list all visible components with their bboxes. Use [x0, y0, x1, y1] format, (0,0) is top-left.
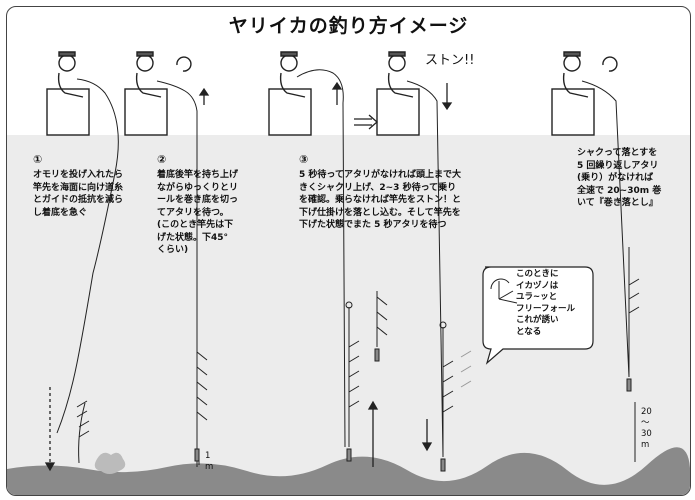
diagram-frame: ヤリイカの釣り方イメージ	[6, 6, 691, 496]
step-4-text: シャクって落とすを 5 回繰り返しアタリ (乗り）がなければ 全速で 20~30…	[577, 148, 662, 208]
step-1-number: ①	[33, 153, 43, 166]
rig-4	[439, 321, 454, 472]
angler-1	[46, 51, 119, 434]
angler-3	[268, 51, 346, 448]
depth-1m-label: 1 m	[205, 451, 214, 472]
callout-bubble	[482, 266, 594, 365]
angler-5	[551, 51, 630, 378]
depth-20-30m-label: 20 〜 30 m	[641, 407, 652, 450]
seabed	[7, 447, 690, 495]
step-3-number: ③	[299, 153, 309, 166]
step-2-text: 着底後竿を持ち上げ ながらゆっくりとリ ールを巻き底を切っ てアタリを待つ。 (…	[157, 170, 239, 255]
angler-2	[124, 51, 198, 467]
callout-sketch	[490, 278, 518, 304]
rig-3	[345, 301, 360, 462]
rig-1	[76, 400, 90, 464]
angler-4	[376, 51, 444, 458]
rig-3b	[374, 291, 388, 362]
callout-text: このときに イカヅノは ユラ~ッと フリーフォール これが誘い となる	[516, 269, 575, 337]
sound-effect: ストン!!	[425, 53, 475, 68]
sand-cloud	[94, 452, 126, 474]
illustration	[7, 51, 690, 495]
depth-markers	[198, 402, 636, 465]
step-2-number: ②	[157, 153, 167, 166]
arrows	[44, 81, 453, 472]
rig-2	[194, 347, 208, 462]
rig-4b	[460, 350, 472, 388]
step-3-text: 5 秒待ってアタリがなければ頭上まで大 きくシャクリ上げ、2~3 秒待って乗り …	[299, 170, 462, 230]
diagram-title: ヤリイカの釣り方イメージ	[228, 15, 469, 37]
rig-5	[626, 247, 640, 392]
step-1-text: オモリを投げ入れたら 竿先を海面に向け道糸 とガイドの抵抗を減ら し着底を急ぐ	[33, 170, 124, 218]
